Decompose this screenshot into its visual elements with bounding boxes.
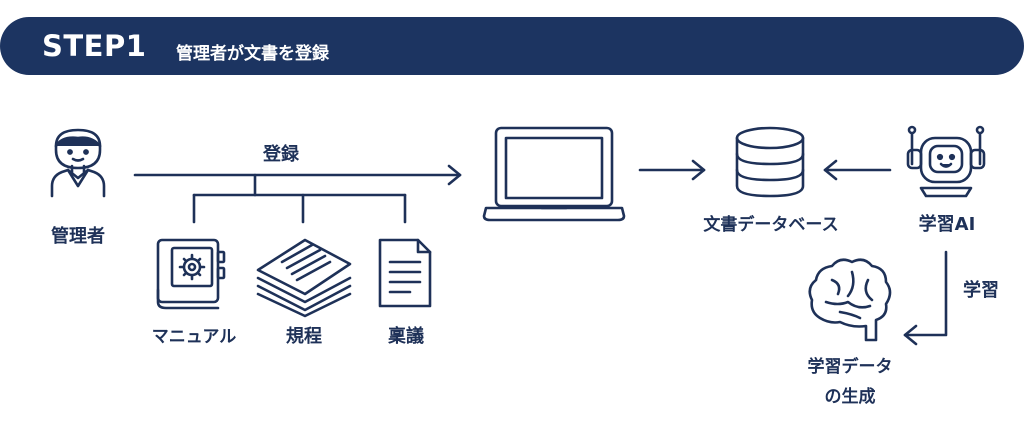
output-label-line1: 学習データ xyxy=(807,357,893,377)
step-banner xyxy=(0,17,1024,75)
document-stack-icon xyxy=(256,238,352,318)
brain-icon xyxy=(808,258,892,342)
learning-label: 学習 xyxy=(963,280,999,301)
manual-book-icon xyxy=(156,238,226,310)
laptop-icon xyxy=(482,126,626,222)
output-label-line2: の生成 xyxy=(824,387,876,407)
step-label: STEP1 xyxy=(42,29,147,63)
regulation-label: 規程 xyxy=(286,326,322,347)
register-label: 登録 xyxy=(263,144,299,165)
ai-to-output-arrow xyxy=(903,250,948,346)
manual-label: マニュアル xyxy=(151,327,237,347)
ai-to-db-arrow xyxy=(823,159,892,181)
admin-label: 管理者 xyxy=(51,226,105,247)
register-arrow xyxy=(133,164,462,224)
robot-icon xyxy=(906,125,986,198)
person-icon xyxy=(50,128,106,198)
laptop-to-db-arrow xyxy=(638,159,706,181)
ai-label: 学習AI xyxy=(918,214,976,235)
database-label: 文書データベース xyxy=(703,215,839,235)
document-icon xyxy=(378,238,432,308)
step-title: 管理者が文書を登録 xyxy=(176,44,329,64)
database-icon xyxy=(735,126,805,198)
approval-label: 稟議 xyxy=(388,326,424,347)
